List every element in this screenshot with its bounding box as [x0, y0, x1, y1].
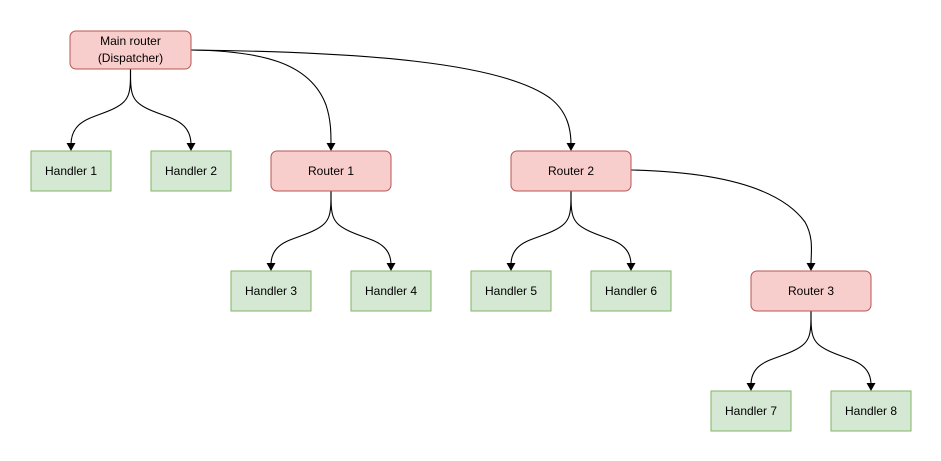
- node-box: [510, 150, 632, 192]
- edge-main-router-to-router-1[interactable]: [190, 49, 336, 151]
- node-handler-1[interactable]: Handler 1: [30, 150, 112, 192]
- edge-path: [190, 49, 332, 146]
- node-router-3[interactable]: Router 3: [750, 270, 872, 312]
- edge-path: [750, 310, 812, 386]
- edge-path: [570, 190, 632, 266]
- node-label: Router 1: [308, 164, 354, 178]
- edge-router-1-to-handler-4[interactable]: [330, 190, 396, 271]
- node-handler-8[interactable]: Handler 8: [830, 390, 912, 432]
- node-label: Router 2: [548, 164, 594, 178]
- node-router-1[interactable]: Router 1: [270, 150, 392, 192]
- node-box: [750, 270, 872, 312]
- edge-path: [510, 190, 572, 266]
- edge-path: [630, 169, 813, 266]
- node-label: Handler 8: [845, 404, 897, 418]
- edge-router-1-to-handler-3[interactable]: [266, 190, 332, 271]
- node-box: [350, 270, 432, 312]
- node-box: [470, 270, 552, 312]
- arrowhead-icon: [266, 263, 276, 271]
- edge-router-2-to-handler-6[interactable]: [570, 190, 636, 271]
- node-label: Handler 6: [605, 284, 657, 298]
- arrowhead-icon: [626, 263, 636, 271]
- node-label: Handler 4: [365, 284, 417, 298]
- node-box: [150, 150, 232, 192]
- node-main-router[interactable]: Main router (Dispatcher): [69, 30, 192, 70]
- arrowhead-icon: [746, 383, 756, 391]
- node-box: [270, 150, 392, 192]
- node-label: Router 3: [788, 284, 834, 298]
- arrowhead-icon: [386, 263, 396, 271]
- node-box: [69, 30, 192, 70]
- arrowhead-icon: [186, 143, 196, 151]
- edge-main-router-to-router-2[interactable]: [190, 49, 576, 151]
- node-box: [830, 390, 912, 432]
- node-handler-6[interactable]: Handler 6: [590, 270, 672, 312]
- edge-path: [129, 68, 192, 146]
- edge-router-2-to-handler-5[interactable]: [506, 190, 572, 271]
- node-label-line1: Main router: [100, 34, 161, 48]
- node-label: Handler 7: [725, 404, 777, 418]
- edge-path: [190, 49, 572, 146]
- node-router-2[interactable]: Router 2: [510, 150, 632, 192]
- edge-main-router-to-handler-2[interactable]: [129, 68, 196, 151]
- node-handler-2[interactable]: Handler 2: [150, 150, 232, 192]
- node-label: Handler 3: [245, 284, 297, 298]
- arrowhead-icon: [806, 263, 816, 271]
- edge-path: [70, 68, 132, 146]
- node-label: Handler 1: [45, 164, 97, 178]
- edges-layer: [66, 49, 876, 391]
- arrowhead-icon: [566, 143, 576, 151]
- arrowhead-icon: [866, 383, 876, 391]
- arrowhead-icon: [66, 143, 76, 151]
- node-box: [710, 390, 792, 432]
- node-box: [230, 270, 312, 312]
- nodes-layer: Main router (Dispatcher) Handler 1 Handler …: [30, 30, 912, 432]
- node-box: [590, 270, 672, 312]
- edge-router-3-to-handler-8[interactable]: [810, 310, 876, 391]
- edge-router-3-to-handler-7[interactable]: [746, 310, 812, 391]
- node-label: Handler 2: [165, 164, 217, 178]
- edge-router-2-to-router-3[interactable]: [630, 169, 816, 271]
- edge-path: [810, 310, 872, 386]
- node-label-line2: (Dispatcher): [98, 51, 163, 65]
- node-handler-4[interactable]: Handler 4: [350, 270, 432, 312]
- node-handler-3[interactable]: Handler 3: [230, 270, 312, 312]
- node-label: Handler 5: [485, 284, 537, 298]
- arrowhead-icon: [326, 143, 336, 151]
- arrowhead-icon: [506, 263, 516, 271]
- edge-path: [330, 190, 392, 266]
- edge-path: [270, 190, 332, 266]
- edge-main-router-to-handler-1[interactable]: [66, 68, 132, 151]
- node-box: [30, 150, 112, 192]
- node-handler-7[interactable]: Handler 7: [710, 390, 792, 432]
- node-handler-5[interactable]: Handler 5: [470, 270, 552, 312]
